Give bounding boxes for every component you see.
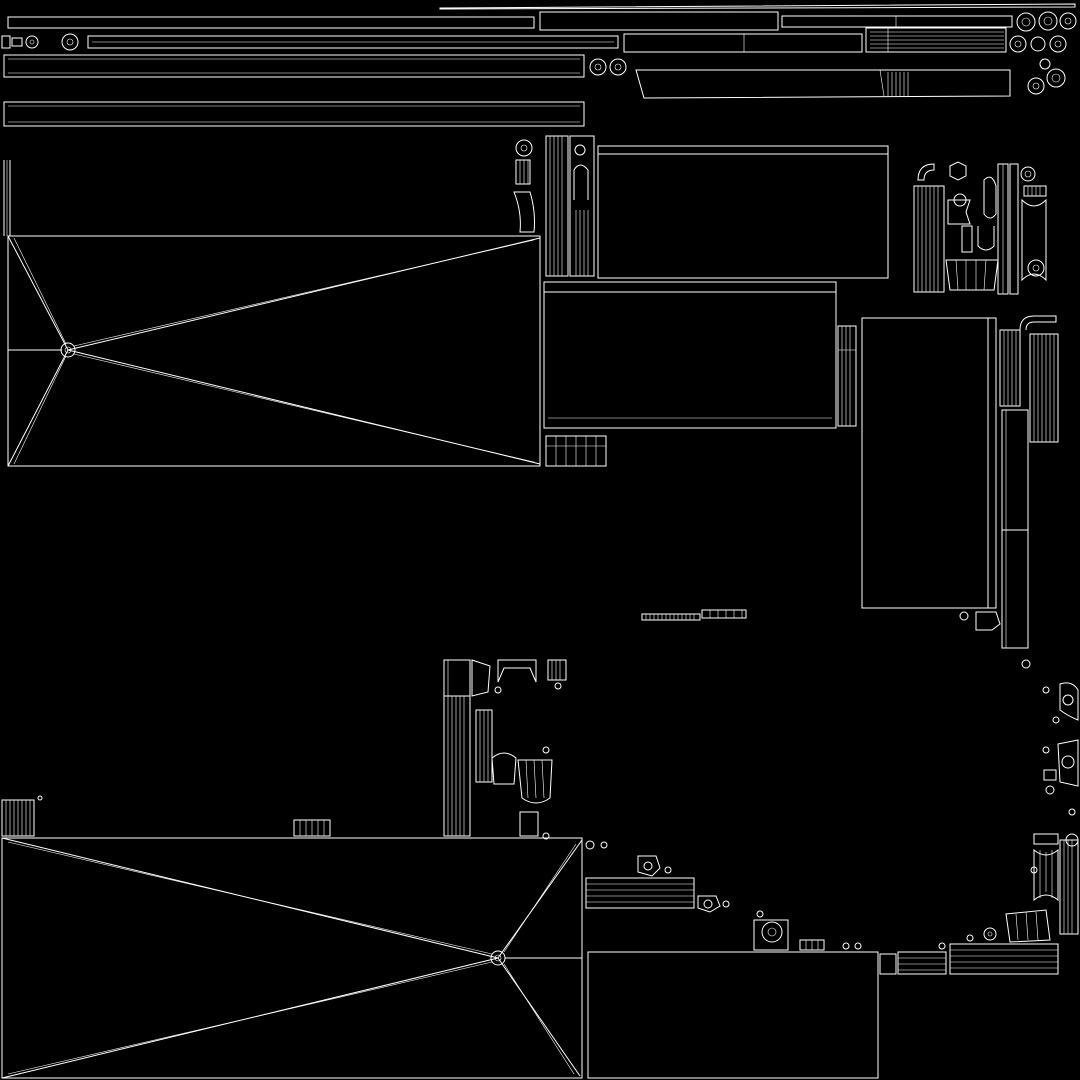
strip-c [781,15,1013,28]
top-thin-sliver [439,3,1076,10]
gear-cluster-top-right [589,11,1077,95]
strip-f-hatching [870,28,1004,52]
lower-right-arc-parts [938,659,1079,950]
lower-center-rectangles [585,840,1059,1079]
strip-i [3,101,585,127]
strip-e [623,33,863,53]
top-strips [1,3,1077,127]
strip-f [865,27,1007,53]
right-column-panel [861,315,1059,649]
upper-left-hub [60,342,76,358]
lower-left-panel [1,795,583,1079]
gear-cluster-top-left [1,33,79,51]
small-parts-cluster-upper-right [913,161,1047,295]
strip-b [539,11,779,31]
strip-h-hatching [887,72,909,96]
upper-right-rectangles [543,145,889,467]
strip-a [7,16,535,29]
strip-g [3,54,585,78]
lower-left-hub [490,950,506,966]
strip-d [87,35,619,49]
lower-middle-parts [443,659,567,840]
center-small-strip [641,609,747,621]
upper-left-panel [3,160,541,467]
upper-middle-columns [513,135,595,277]
strip-h [635,69,1011,99]
